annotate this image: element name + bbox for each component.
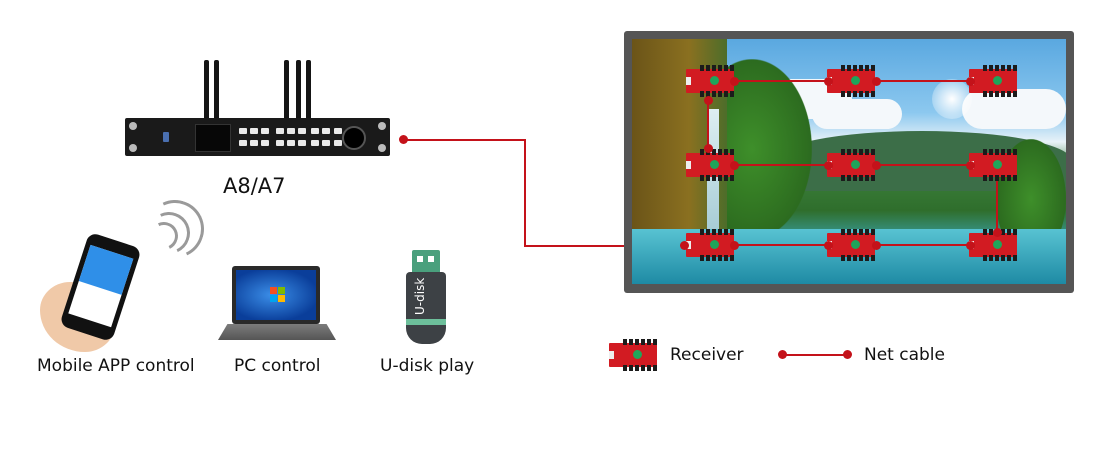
controller-device (120, 55, 400, 160)
controller-front-panel (125, 118, 390, 156)
antenna-icon (296, 60, 301, 120)
legend-net-cable-label: Net cable (864, 345, 945, 365)
pc-control-label: PC control (234, 356, 321, 376)
net-cable (524, 139, 526, 247)
controller-lcd (195, 124, 231, 152)
usb-plug-icon (412, 250, 440, 272)
receiver-card-icon (686, 149, 734, 181)
legend-net-cable-icon (782, 354, 848, 356)
receiver-card-icon (969, 149, 1017, 181)
usb-drive-icon: U-disk (406, 272, 446, 344)
mobile-app-control-label: Mobile APP control (37, 356, 195, 376)
receiver-card-icon (969, 65, 1017, 97)
legend-cable-endpoint (843, 350, 852, 359)
laptop-icon (232, 266, 320, 324)
antenna-icon (214, 60, 219, 120)
antenna-icon (284, 60, 289, 120)
receiver-card-icon (827, 149, 875, 181)
antenna-icon (306, 60, 311, 120)
receiver-card-icon (827, 229, 875, 261)
laptop-keyboard (218, 324, 336, 340)
udisk-play-label: U-disk play (380, 356, 475, 376)
led-screen (624, 31, 1074, 293)
legend-receiver-icon (609, 339, 657, 371)
legend-receiver-label: Receiver (670, 345, 744, 365)
udisk-stick-text: U-disk (413, 277, 427, 315)
wireless-signal-icon (137, 191, 213, 267)
controller-model-label: A8/A7 (223, 174, 286, 198)
receiver-card-icon (686, 229, 734, 261)
receiver-card-icon (686, 65, 734, 97)
smartphone-icon (59, 231, 142, 343)
net-cable (524, 245, 684, 247)
receiver-card-icon (827, 65, 875, 97)
windows-logo-icon (270, 287, 285, 302)
rotary-knob-icon (342, 126, 366, 150)
cable-endpoint (399, 135, 408, 144)
net-cable (404, 139, 525, 141)
antenna-icon (204, 60, 209, 120)
